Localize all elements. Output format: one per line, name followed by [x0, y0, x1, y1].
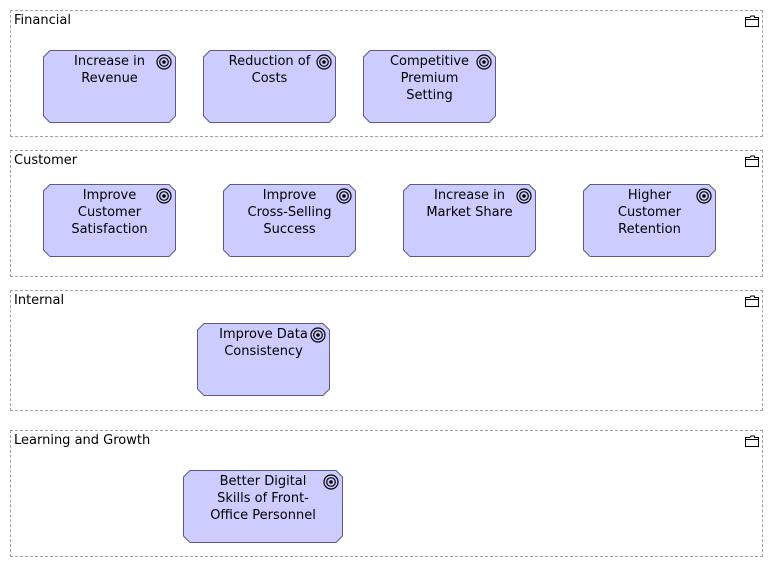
- target-icon: [323, 474, 339, 490]
- goal-label: Better Digital Skills of Front- Office P…: [210, 474, 316, 523]
- target-icon: [156, 54, 172, 70]
- group-internal[interactable]: Internal: [10, 290, 763, 411]
- folder-icon: [745, 15, 759, 27]
- target-icon: [476, 54, 492, 70]
- target-icon: [336, 188, 352, 204]
- goal-label: Improve Cross-Selling Success: [247, 188, 332, 237]
- goal-reduction-of-costs[interactable]: Reduction of Costs: [203, 50, 336, 123]
- goal-label: Increase in Revenue: [74, 54, 145, 86]
- goal-competitive-premium-setting[interactable]: Competitive Premium Setting: [363, 50, 496, 123]
- target-icon: [156, 188, 172, 204]
- goal-increase-in-market-share[interactable]: Increase in Market Share: [403, 184, 536, 257]
- folder-icon: [745, 295, 759, 307]
- target-icon: [310, 327, 326, 343]
- group-title: Customer: [14, 153, 78, 168]
- group-title: Learning and Growth: [14, 433, 151, 448]
- folder-icon: [745, 155, 759, 167]
- goal-label: Increase in Market Share: [426, 188, 513, 220]
- goal-higher-customer-retention[interactable]: Higher Customer Retention: [583, 184, 716, 257]
- target-icon: [316, 54, 332, 70]
- group-title: Internal: [14, 293, 65, 308]
- target-icon: [696, 188, 712, 204]
- goal-label: Improve Data Consistency: [219, 327, 308, 359]
- folder-icon: [745, 435, 759, 447]
- goal-label: Competitive Premium Setting: [389, 54, 470, 103]
- goal-label: Improve Customer Satisfaction: [71, 188, 148, 237]
- goal-label: Higher Customer Retention: [617, 188, 682, 237]
- target-icon: [516, 188, 532, 204]
- goal-improve-customer-satisfaction[interactable]: Improve Customer Satisfaction: [43, 184, 176, 257]
- goal-better-digital-skills[interactable]: Better Digital Skills of Front- Office P…: [183, 470, 343, 543]
- group-learning-and-growth[interactable]: Learning and Growth: [10, 430, 763, 557]
- goal-increase-in-revenue[interactable]: Increase in Revenue: [43, 50, 176, 123]
- goal-label: Reduction of Costs: [228, 54, 311, 86]
- group-title: Financial: [14, 13, 71, 28]
- goal-improve-cross-selling-success[interactable]: Improve Cross-Selling Success: [223, 184, 356, 257]
- goal-improve-data-consistency[interactable]: Improve Data Consistency: [197, 323, 330, 396]
